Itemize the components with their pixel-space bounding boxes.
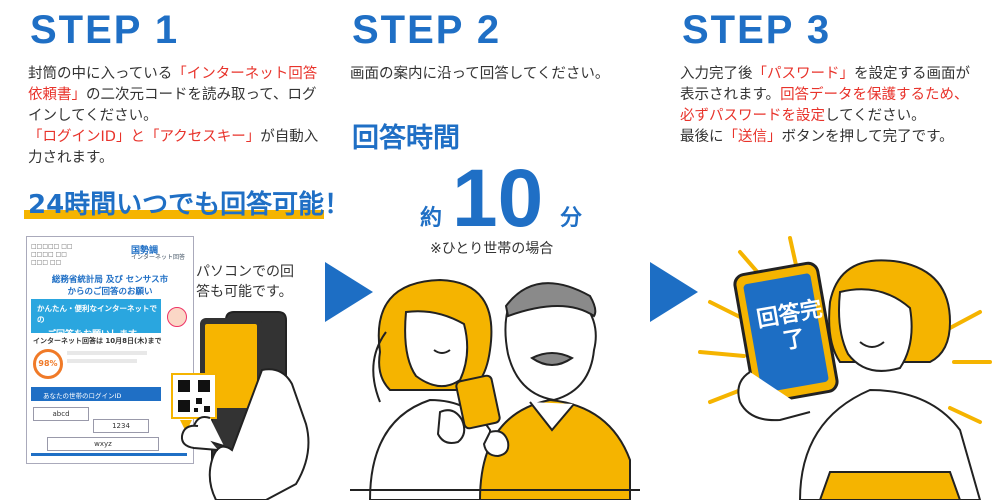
step2-title: STEP 2: [352, 8, 502, 52]
available-24h-heading: 24時間いつでも回答可能！: [28, 190, 351, 220]
answer-minutes: 10: [452, 153, 544, 244]
completed-woman-illustration: [698, 236, 992, 500]
couple-illustration: [350, 278, 640, 500]
step1-title: STEP 1: [30, 8, 180, 52]
arrow-right-icon: [325, 262, 373, 322]
step2-description: 画面の案内に沿って回答してください。: [350, 66, 610, 82]
letter-code-field: 1234: [93, 419, 149, 433]
pc-answer-note: パソコンでの回答も可能です。: [196, 264, 294, 300]
approx-label: 約: [420, 206, 443, 231]
single-household-note: ※ひとり世帯の場合: [430, 241, 554, 257]
request-letter: □□□□□ □□ □□□□ □□ □□□ □□ 国勢調 インターネット回答 総務…: [26, 236, 194, 464]
step3-description: 入力完了後「パスワード」を設定する画面が表示されます。回答データを保護するため、…: [680, 66, 970, 145]
letter-title-line2: からのご回答のお願い: [67, 287, 153, 297]
hand-phone-illustration: [171, 311, 310, 500]
percent-badge: 98%: [33, 349, 63, 379]
letter-key-field: wxyz: [47, 437, 159, 451]
minutes-unit: 分: [560, 206, 583, 231]
arrow-right-icon: [650, 262, 698, 322]
step3-title: STEP 3: [682, 8, 832, 52]
highlight-underline: [24, 210, 324, 219]
step1-description: 封筒の中に入っている「インターネット回答依頼書」の二次元コードを読み取って、ログ…: [28, 66, 319, 166]
letter-id-field: abcd: [33, 407, 89, 421]
login-header: あなたの世帯のログインID: [31, 387, 161, 401]
letter-banner: かんたん・便利なインターネットでの ご回答をお願いします: [31, 299, 161, 340]
census-logo: 国勢調: [131, 246, 159, 256]
letter-title-line1: 総務省統計局 及び センサス市: [51, 275, 169, 285]
mascot-icon: [167, 307, 187, 327]
answer-time-label: 回答時間: [352, 123, 460, 154]
